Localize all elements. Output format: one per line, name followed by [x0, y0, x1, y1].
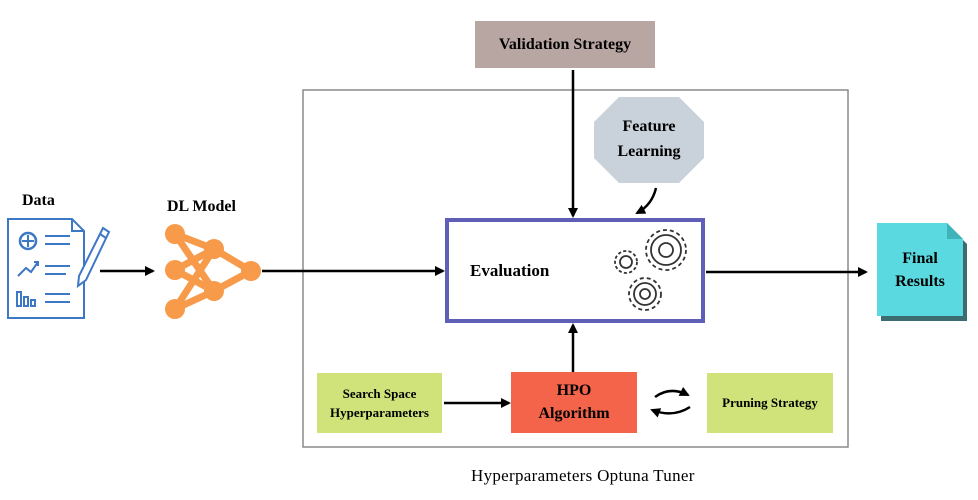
document-chart-icon	[7, 218, 111, 319]
cycle-arrows-icon	[650, 386, 691, 418]
final-results-shape	[877, 223, 967, 321]
evaluation-label: Evaluation	[470, 261, 550, 280]
feature-learning-text: Feature Learning	[594, 110, 704, 170]
feature-learning-line1: Feature	[622, 118, 676, 136]
tuner-frame	[302, 89, 849, 448]
search-space-box: Search Space Hyperparameters	[317, 373, 442, 433]
hpo-line2: Algorithm	[538, 404, 610, 422]
final-results-text: Final Results	[877, 235, 963, 305]
feature-learning-shape	[594, 97, 704, 183]
validation-strategy-label: Validation Strategy	[498, 35, 632, 53]
feature-learning-line2: Learning	[617, 143, 681, 160]
final-results-line1: Final	[902, 249, 938, 267]
hpo-line1: HPO	[556, 382, 592, 400]
hpo-algorithm-box: HPO Algorithm	[511, 372, 637, 433]
model-label: DL Model	[167, 198, 236, 215]
final-results-line2: Results	[895, 273, 945, 290]
search-space-line2: Hyperparameters	[330, 405, 429, 420]
arrow-feature-to-evaluation	[635, 187, 658, 215]
pruning-strategy-label: Pruning Strategy	[722, 395, 818, 410]
pruning-strategy-box: Pruning Strategy	[707, 373, 833, 433]
data-label: Data	[22, 192, 55, 209]
diagram-caption: Hyperparameters Optuna Tuner	[471, 466, 695, 485]
validation-strategy-box: Validation Strategy	[475, 21, 655, 68]
neural-network-icon	[165, 224, 261, 319]
gears-icon	[614, 229, 687, 311]
search-space-line1: Search Space	[342, 385, 417, 401]
